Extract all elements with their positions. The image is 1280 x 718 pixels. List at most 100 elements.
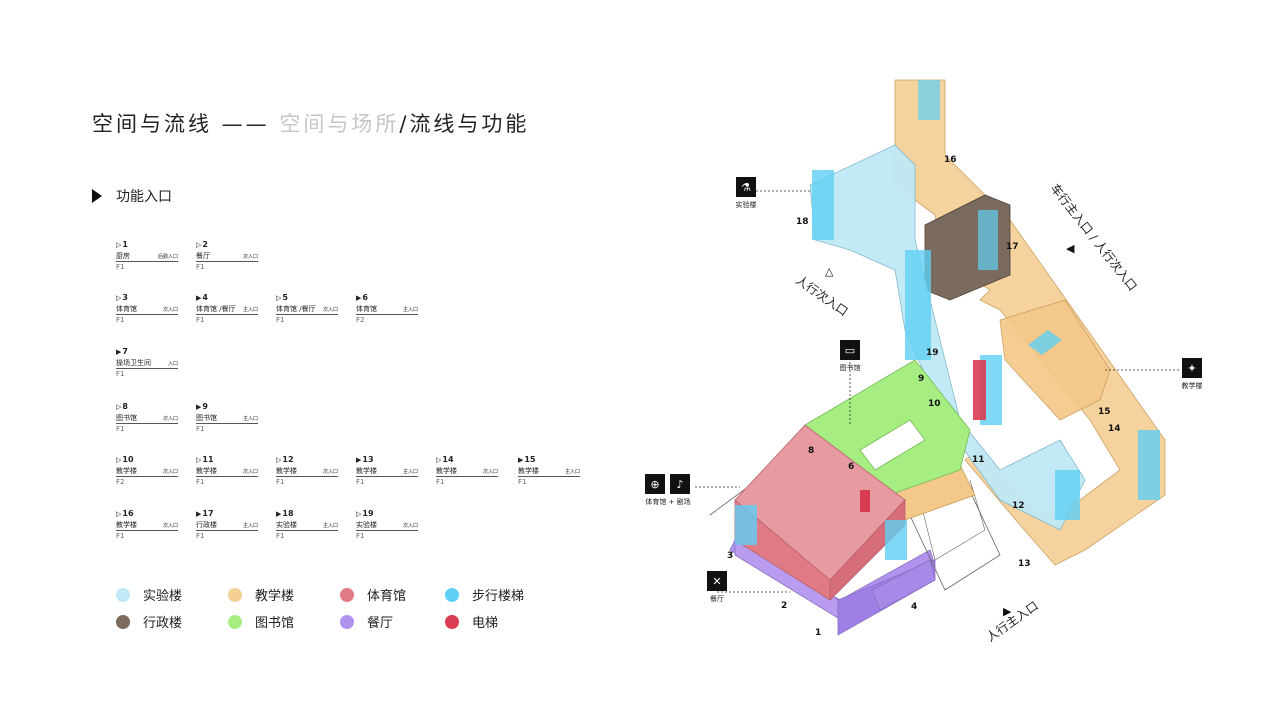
entrance-line: 体育馆 /餐厅次入口: [276, 305, 338, 315]
entrance-marker-icon: ▷: [116, 456, 122, 464]
entrance-type: 次入口: [242, 469, 258, 475]
entrance-num: 2: [202, 240, 208, 249]
library-courtyard: [859, 419, 926, 471]
entrance-line: 教学楼次入口: [116, 521, 178, 531]
entrance-floor: F1: [196, 316, 205, 324]
label-canteen: 餐厅: [710, 594, 724, 603]
entrance-type: 主入口: [242, 523, 258, 529]
flask-icon: ⚗: [736, 177, 756, 197]
legend-label: 实验楼: [143, 589, 183, 604]
entrance-floor: F1: [436, 478, 445, 486]
label-gym: 体育馆 + 剧场: [645, 497, 690, 506]
entrance-line: 餐厅次入口: [196, 252, 258, 262]
entrance-number: ▷2: [196, 240, 258, 250]
entrance-type: 主入口: [322, 523, 338, 529]
marker-6: 6: [848, 462, 854, 472]
leader-lines: [695, 190, 1180, 593]
stair-block: [885, 520, 907, 560]
marker-9: 9: [918, 374, 924, 384]
entrance-floor: F1: [276, 478, 285, 486]
entrance-marker-icon: ▷: [356, 510, 362, 518]
entrance-marker-icon: ▷: [116, 241, 122, 249]
entrance-name: 操场卫生间: [116, 359, 151, 367]
entrance-floor: F1: [356, 532, 365, 540]
marker-10: 10: [928, 399, 941, 409]
entrance-marker-icon: ▷: [116, 403, 122, 411]
entrance-num: 10: [122, 455, 134, 464]
entrance-name: 体育馆 /餐厅: [196, 305, 236, 313]
elevator-block: [860, 490, 870, 512]
legend-item: 体育馆: [340, 585, 445, 604]
entrance-num: 15: [524, 455, 536, 464]
entrance-markers: 1 2 3 4 6 8 9 10 11 12 13 14 15 16 17 18…: [727, 155, 1121, 638]
title-sep: /: [399, 112, 410, 136]
entrance-line: 行政楼主入口: [196, 521, 258, 531]
entrance-type: 入口: [167, 361, 178, 367]
entrance-line: 教学楼次入口: [116, 467, 178, 477]
entrance-line: 厨房后勤入口: [116, 252, 178, 262]
entrance-line: 图书馆主入口: [196, 414, 258, 424]
entrance-marker-icon: ▷: [436, 456, 442, 464]
label-ped-main: 人行主入口: [984, 599, 1041, 645]
entrance-name: 体育馆 /餐厅: [276, 305, 316, 313]
entrance-line: 教学楼次入口: [276, 467, 338, 477]
marker-1: 1: [815, 628, 821, 638]
entrance-line: 图书馆次入口: [116, 414, 178, 424]
entrance-name: 厨房: [116, 252, 130, 260]
entrance-num: 8: [122, 402, 128, 411]
stair-block: [978, 210, 998, 270]
teaching-wing: [999, 299, 1111, 421]
entrance-type: 主入口: [242, 307, 258, 313]
entrance-name: 教学楼: [116, 521, 137, 529]
entrance-line: 体育馆 主入口: [356, 305, 418, 315]
section-heading: 功能入口: [92, 186, 172, 206]
svg-text:✦: ✦: [1187, 362, 1196, 375]
entrance-name: 体育馆: [356, 305, 377, 313]
entrance-line: 教学楼次入口: [196, 467, 258, 477]
legend-dot: [340, 614, 354, 629]
entrance-line: 操场卫生间 入口: [116, 359, 178, 369]
entrance-floor: F1: [116, 370, 125, 378]
stair-block: [812, 170, 834, 240]
entrance-name: 餐厅: [196, 252, 210, 260]
entrance-line: 实验楼 主入口: [276, 521, 338, 531]
entrance-type: 主入口: [564, 469, 580, 475]
entrance-number: ▶7: [116, 347, 178, 357]
entrance-number: ▷19: [356, 509, 418, 519]
entrance-floor: F1: [116, 316, 125, 324]
entrance-line: 体育馆次入口: [116, 305, 178, 315]
elevator-block: [973, 360, 986, 420]
entrance-marker-icon: ▷: [196, 456, 202, 464]
marker-14: 14: [1108, 424, 1121, 434]
legend-dot: [445, 614, 459, 629]
entrance-number: ▷8: [116, 402, 178, 412]
entrance-name: 实验楼: [276, 521, 297, 529]
label-teaching: 教学楼: [1182, 381, 1203, 390]
entrance-number: ▶9: [196, 402, 258, 412]
entrance-number: ▶17: [196, 509, 258, 519]
entrance-marker-icon: ▶: [116, 348, 122, 356]
entrance-type: 主入口: [402, 307, 418, 313]
entrance-number: ▷10: [116, 455, 178, 465]
label-vehicle-main: 车行主入口 / 人行次入口: [1048, 181, 1141, 294]
legend-item: 实验楼: [116, 585, 228, 604]
legend-dot: [340, 587, 354, 602]
svg-text:▭: ▭: [845, 344, 855, 357]
entrance-type: 主入口: [402, 469, 418, 475]
entrance-number: ▶4: [196, 293, 258, 303]
entrance-arrow-icon: △: [825, 265, 834, 278]
svg-text:✕: ✕: [712, 575, 721, 588]
entrance-type: 次入口: [482, 469, 498, 475]
entrance-floor: F1: [196, 263, 205, 271]
entrance-marker-icon: ▶: [518, 456, 524, 464]
entrance-type: 主入口: [242, 416, 258, 422]
legend-label: 教学楼: [255, 589, 295, 604]
